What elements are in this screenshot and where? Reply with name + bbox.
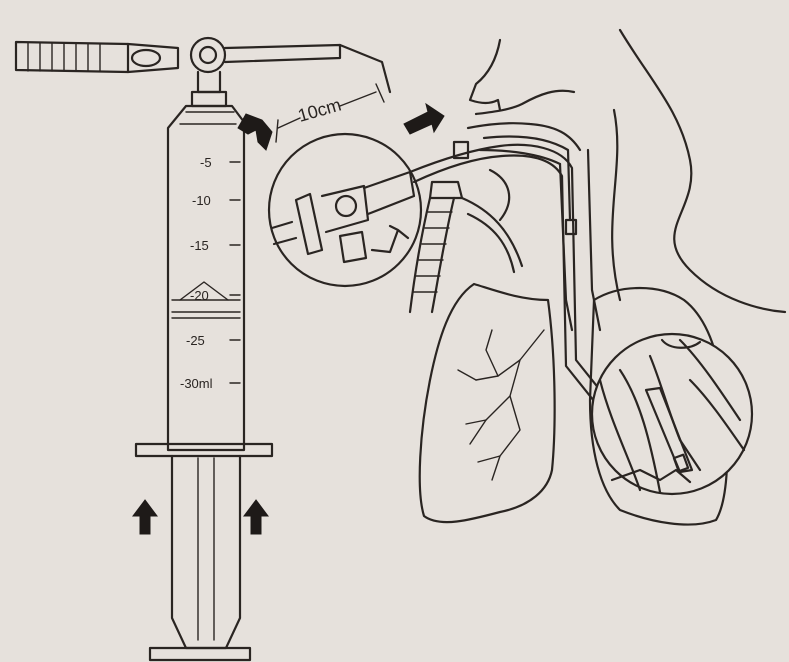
direction-arrow-icon bbox=[404, 104, 444, 134]
scale-label-15: -15 bbox=[190, 238, 209, 253]
scale-label-20: -20 bbox=[190, 288, 209, 303]
length-label: 10cm bbox=[296, 94, 344, 125]
scale-label-5: -5 bbox=[200, 155, 212, 170]
push-arrow-icon-right bbox=[244, 500, 268, 534]
three-way-stopcock-icon bbox=[191, 38, 390, 106]
scale-label-25: -25 bbox=[186, 333, 205, 348]
lung-detail-magnifier bbox=[592, 334, 752, 494]
ribbed-connector bbox=[16, 42, 178, 72]
push-arrow-icon-left bbox=[133, 500, 157, 534]
scale-label-10: -10 bbox=[192, 193, 211, 208]
stopcock-detail-magnifier bbox=[269, 134, 421, 286]
measurement-10cm: 10cm bbox=[276, 84, 384, 142]
syringe: -5 -10 -15 -20 -25 -30ml bbox=[16, 38, 390, 660]
rotate-arrow-icon bbox=[372, 226, 408, 252]
syringe-plunger bbox=[150, 456, 250, 660]
head-profile bbox=[468, 30, 785, 330]
scale-label-30ml: -30ml bbox=[180, 376, 213, 391]
